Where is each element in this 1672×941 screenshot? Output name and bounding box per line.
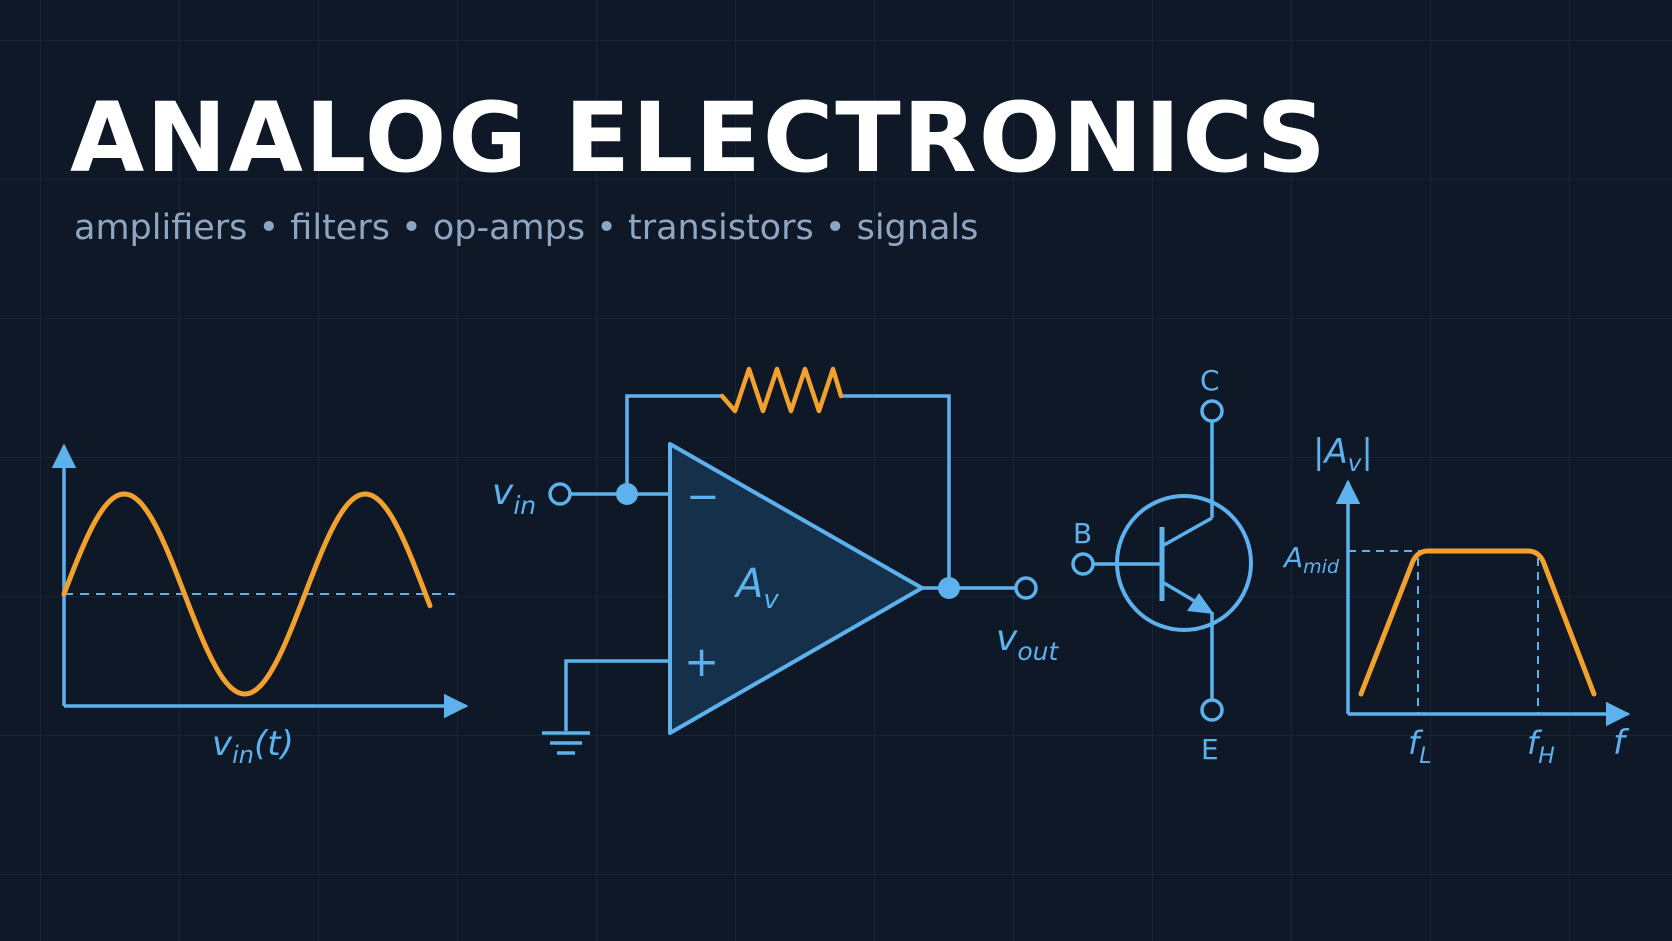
emitter-terminal: [1200, 698, 1224, 722]
fh-label: fH: [1527, 724, 1555, 769]
sine-curve: [61, 491, 433, 697]
amid-label: Amid: [1282, 541, 1340, 578]
input-terminal: [548, 482, 572, 506]
opamp-circuit: − + Av vin vout: [492, 366, 1059, 755]
ground-wire: [564, 659, 670, 731]
opamp-input-label: vin: [492, 472, 536, 520]
bandpass-response-curve: [1358, 548, 1597, 697]
feedback-wire-left: [625, 394, 722, 494]
bode-x-label: f: [1613, 723, 1630, 763]
sine-x-label: vin(t): [212, 724, 294, 769]
opamp-output-label: vout: [996, 618, 1059, 666]
opamp-minus-sign: −: [686, 474, 720, 520]
page-subtitle: amplifiers • filters • op-amps • transis…: [74, 208, 979, 248]
opamp-triangle: [668, 442, 924, 735]
ground-symbol: [542, 731, 590, 755]
output-terminal: [1014, 576, 1038, 600]
sine-wave-plot: vin(t): [51, 443, 469, 769]
opamp-gain-label: Av: [733, 561, 779, 615]
input-junction-node: [616, 483, 638, 505]
npn-transistor: C B E: [1071, 364, 1253, 766]
output-junction-node: [938, 577, 960, 599]
collector-arm: [1163, 516, 1213, 547]
frequency-response-plot: |Av| Amid fL fH f: [1282, 432, 1631, 769]
feedback-wire-right: [841, 394, 951, 588]
fl-label: fL: [1408, 724, 1432, 769]
emitter-arrow-icon: [1187, 593, 1214, 614]
feedback-resistor: [719, 366, 844, 414]
page-title: ANALOG ELECTRONICS: [70, 82, 1328, 194]
collector-terminal: [1200, 399, 1224, 423]
collector-label: C: [1200, 364, 1220, 397]
base-label: B: [1073, 517, 1092, 550]
opamp-plus-sign: +: [684, 637, 719, 686]
bode-y-label: |Av|: [1313, 432, 1373, 477]
emitter-label: E: [1201, 733, 1219, 766]
base-terminal: [1071, 552, 1095, 576]
